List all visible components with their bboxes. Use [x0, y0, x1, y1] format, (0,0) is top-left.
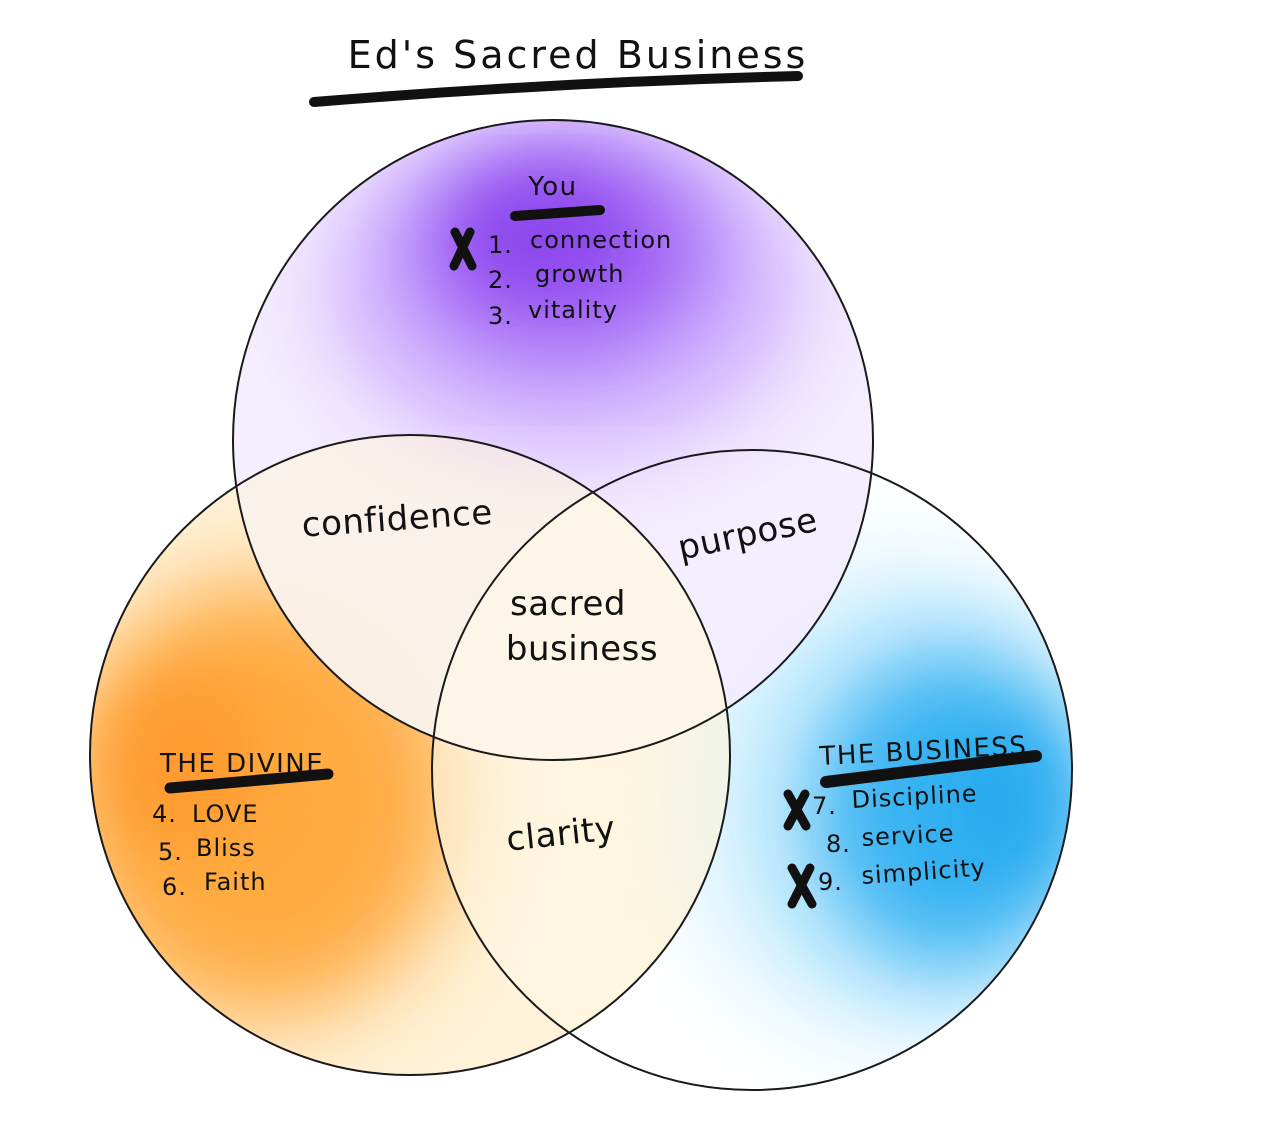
business-item-number: 7. — [812, 792, 837, 820]
you-item-3: 3. vitality — [488, 296, 618, 330]
divine-item-5: 5. Bliss — [158, 834, 256, 866]
divine-heading-underline — [164, 768, 334, 794]
divine-item-number: 6. — [162, 873, 187, 901]
divine-item-label: Faith — [204, 868, 267, 896]
business-item-number: 8. — [826, 830, 851, 858]
check-mark-icon — [783, 789, 811, 831]
you-item-number: 2. — [488, 266, 513, 294]
diagram-title: Ed's Sacred Business — [348, 33, 809, 77]
divine-item-number: 4. — [152, 800, 177, 828]
business-item-number: 9. — [818, 868, 843, 896]
divine-item-4: 4. LOVE — [152, 800, 259, 828]
you-item-1: 1. connection — [449, 226, 672, 271]
divine-item-label: LOVE — [192, 800, 259, 828]
business-heading-underline — [820, 750, 1042, 788]
business-item-7: 7. Discipline — [783, 779, 978, 831]
center-label-line-2: business — [506, 629, 658, 669]
you-item-label: connection — [530, 226, 672, 254]
you-item-label: growth — [535, 260, 625, 288]
business-circle — [431, 449, 1073, 1091]
business-wash — [680, 560, 1072, 1040]
you-item-2: 2. growth — [488, 260, 625, 294]
check-mark-icon — [449, 227, 477, 271]
you-circle — [232, 119, 874, 761]
you-item-label: vitality — [528, 296, 618, 324]
title-underline — [309, 71, 803, 107]
divine-item-number: 5. — [158, 838, 183, 866]
divine-item-label: Bliss — [196, 834, 256, 862]
you-heading-underline — [510, 205, 605, 221]
business-item-label: Discipline — [851, 779, 978, 814]
center-label-line-1: sacred — [510, 584, 626, 624]
you-item-number: 1. — [488, 231, 513, 259]
you-item-number: 3. — [488, 302, 513, 330]
divine-circle — [89, 434, 731, 1076]
business-item-label: service — [861, 819, 955, 852]
divine-item-6: 6. Faith — [162, 868, 267, 901]
you-heading: You — [527, 172, 577, 202]
check-mark-icon — [787, 863, 817, 909]
business-item-8: 8. service — [826, 819, 955, 858]
